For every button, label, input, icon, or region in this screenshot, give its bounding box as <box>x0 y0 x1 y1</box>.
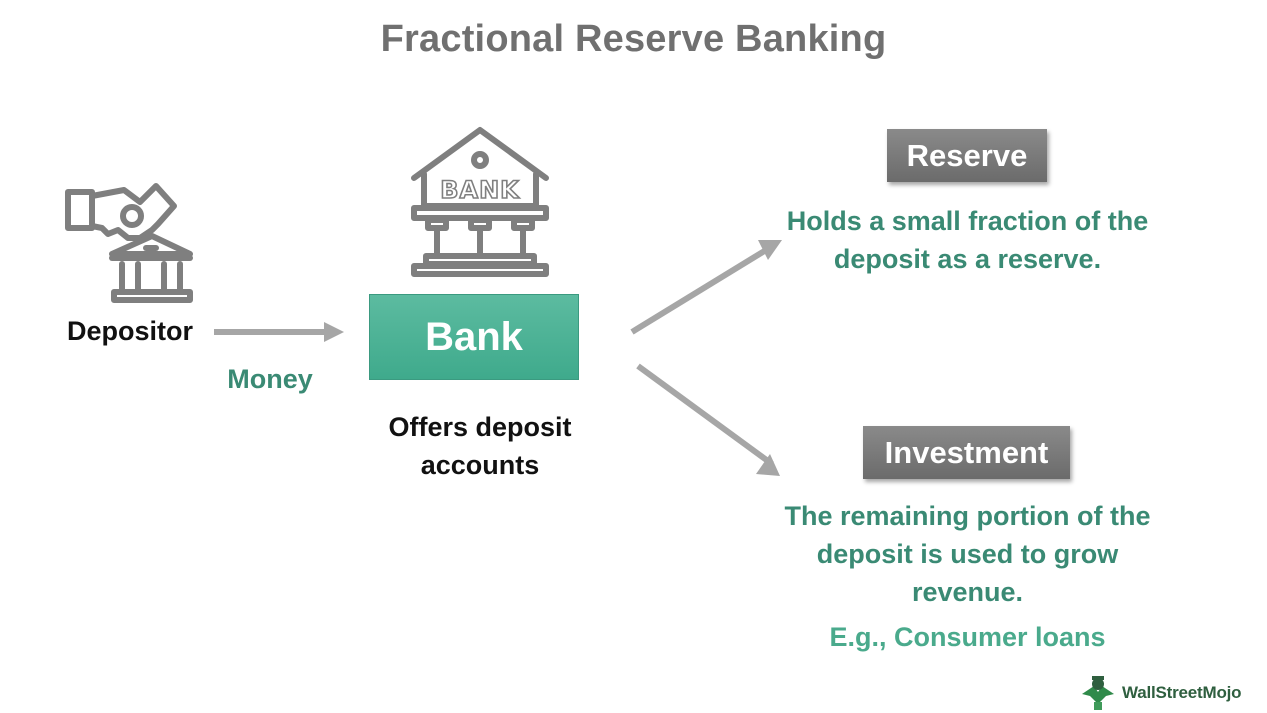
bank-icon-text: BANK <box>440 176 520 204</box>
page-title: Fractional Reserve Banking <box>380 18 887 60</box>
depositor-label: Depositor <box>66 316 193 346</box>
investment-box: Investment <box>863 426 1070 479</box>
bank-description: Offers deposit accounts <box>388 412 572 480</box>
reserve-label: Reserve <box>906 137 1028 173</box>
money-flow-arrow <box>214 322 344 342</box>
branch-arrows <box>630 240 782 476</box>
investment-example: E.g., Consumer loans <box>829 622 1106 652</box>
reserve-box: Reserve <box>887 129 1047 182</box>
hand-depositing-money-icon <box>62 178 197 310</box>
reserve-arrow <box>630 240 782 335</box>
bank-building-icon: BANK <box>408 126 552 278</box>
investment-description: The remaining portion of the deposit is … <box>784 501 1151 607</box>
investment-label: Investment <box>884 434 1049 470</box>
bank-box-label: Bank <box>425 314 523 359</box>
investment-arrow <box>636 363 780 476</box>
money-label: Money <box>227 364 313 394</box>
wallstreetmojo-logo-icon <box>1082 676 1114 710</box>
brand-logo[interactable]: WallStreetMojo <box>1078 673 1242 713</box>
bank-box: Bank <box>369 294 579 380</box>
brand-name: WallStreetMojo <box>1122 683 1242 702</box>
reserve-description: Holds a small fraction of the deposit as… <box>786 206 1149 274</box>
